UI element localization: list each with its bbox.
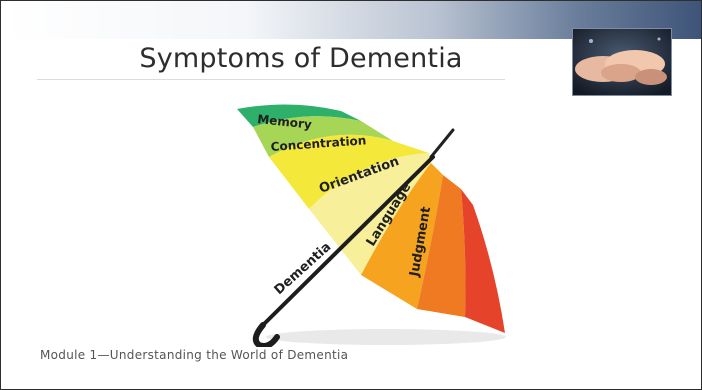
title-divider [37, 79, 505, 80]
umbrella-shadow [266, 329, 506, 345]
hands-photo-icon [572, 28, 672, 96]
slide-title: Symptoms of Dementia [101, 43, 501, 74]
label-dementia: Dementia [272, 240, 335, 298]
umbrella-tip [431, 130, 453, 157]
slide-footer: Module 1—Understanding the World of Deme… [40, 348, 348, 362]
panel-red [461, 189, 505, 333]
dementia-umbrella-diagram: Memory Concentration Orientation Languag… [221, 97, 521, 347]
